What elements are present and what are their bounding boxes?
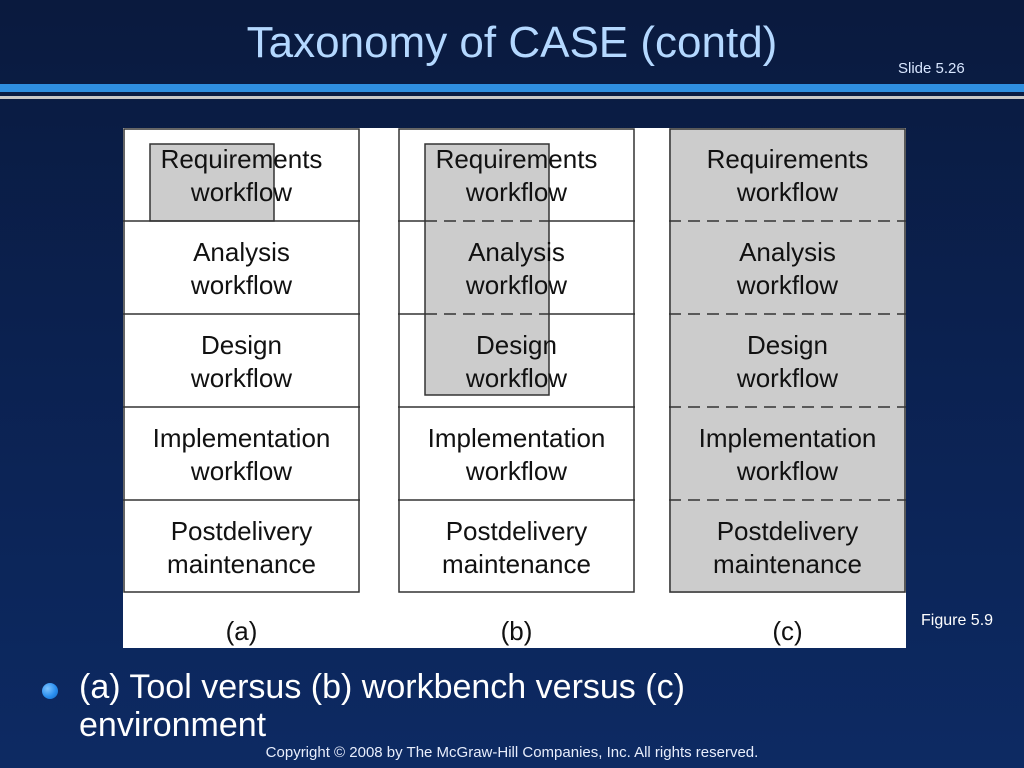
case-taxonomy-diagram: RequirementsworkflowAnalysisworkflowDesi…	[123, 128, 906, 646]
column-1-shaded-region	[424, 143, 550, 396]
bullet-text: (a) Tool versus (b) workbench versus (c)…	[79, 668, 685, 744]
column-2-box-1-line2: workflow	[736, 270, 838, 300]
column-1-box-2-line2: workflow	[465, 363, 567, 393]
column-0-frame	[123, 128, 360, 593]
column-0-box-4-line2: maintenance	[167, 549, 316, 579]
column-1-box-4-line2: maintenance	[442, 549, 591, 579]
slide-title: Taxonomy of CASE (contd)	[246, 18, 778, 67]
column-2-box-0-line1: Requirements	[707, 144, 869, 174]
column-0-box-0-line2: workflow	[190, 177, 292, 207]
column-2-shaded-region	[669, 128, 906, 593]
column-2-box-4-line1: Postdelivery	[717, 516, 859, 546]
title-rule-blue	[0, 84, 1024, 92]
column-1-label: (b)	[501, 616, 533, 646]
column-1-box-0-line1: Requirements	[436, 144, 598, 174]
column-2-box-2-line1: Design	[747, 330, 828, 360]
column-1-frame	[398, 128, 635, 593]
column-0-box-3-line1: Implementation	[153, 423, 331, 453]
column-0-box-2-line1: Design	[201, 330, 282, 360]
figure-caption: Figure 5.9	[921, 612, 994, 629]
column-1-box-3-line2: workflow	[465, 456, 567, 486]
column-2-box-0-line2: workflow	[736, 177, 838, 207]
column-1-box-1-line2: workflow	[465, 270, 567, 300]
column-2-box-3-line2: workflow	[736, 456, 838, 486]
column-1-box-1-line1: Analysis	[468, 237, 565, 267]
column-0-box-2-line2: workflow	[190, 363, 292, 393]
bullet-icon	[42, 683, 58, 699]
column-0-box-1-line1: Analysis	[193, 237, 290, 267]
column-0-box-0-line1: Requirements	[161, 144, 323, 174]
column-2-label: (c)	[772, 616, 802, 646]
column-2-box-1-line1: Analysis	[739, 237, 836, 267]
column-0-box-3-line2: workflow	[190, 456, 292, 486]
column-2-box-3-line1: Implementation	[699, 423, 877, 453]
column-0-box-1-line2: workflow	[190, 270, 292, 300]
copyright-text: Copyright © 2008 by The McGraw-Hill Comp…	[265, 744, 759, 761]
column-2-frame	[669, 128, 906, 593]
column-0-label: (a)	[226, 616, 258, 646]
column-2-box-2-line2: workflow	[736, 363, 838, 393]
column-1-box-3-line1: Implementation	[428, 423, 606, 453]
column-1-box-2-line1: Design	[476, 330, 557, 360]
slide-number: Slide 5.26	[898, 60, 965, 77]
column-1-box-0-line2: workflow	[465, 177, 567, 207]
column-0-box-4-line1: Postdelivery	[171, 516, 313, 546]
column-0-shaded-region	[149, 143, 275, 222]
title-rule-gray	[0, 96, 1024, 99]
column-2-box-4-line2: maintenance	[713, 549, 862, 579]
column-1-box-4-line1: Postdelivery	[446, 516, 588, 546]
